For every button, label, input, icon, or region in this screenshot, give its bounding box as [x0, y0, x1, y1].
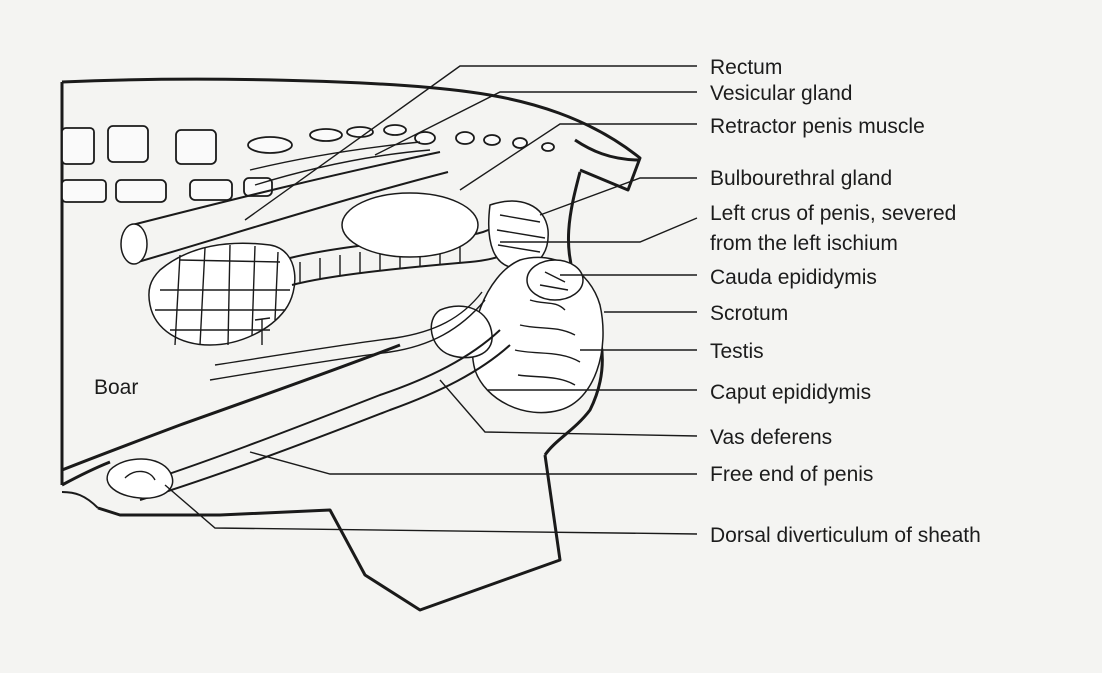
label-rectum: Rectum — [710, 56, 782, 79]
label-left-crus-line1: Left crus of penis, severed — [710, 202, 956, 225]
label-scrotum: Scrotum — [710, 302, 788, 325]
label-left-crus-line2: from the left ischium — [710, 232, 898, 255]
vertebrae — [62, 125, 554, 202]
label-retractor-penis-muscle: Retractor penis muscle — [710, 115, 925, 138]
label-vas-deferens: Vas deferens — [710, 426, 832, 449]
label-free-end-of-penis: Free end of penis — [710, 463, 873, 486]
label-testis: Testis — [710, 340, 764, 363]
species-label: Boar — [94, 376, 138, 399]
label-caput-epididymis: Caput epididymis — [710, 381, 871, 404]
bulbourethral-gland-lobules — [149, 243, 295, 345]
label-bulbourethral-gland: Bulbourethral gland — [710, 167, 892, 190]
label-cauda-epididymis: Cauda epididymis — [710, 266, 877, 289]
label-dorsal-diverticulum: Dorsal diverticulum of sheath — [710, 524, 981, 547]
label-vesicular-gland: Vesicular gland — [710, 82, 852, 105]
